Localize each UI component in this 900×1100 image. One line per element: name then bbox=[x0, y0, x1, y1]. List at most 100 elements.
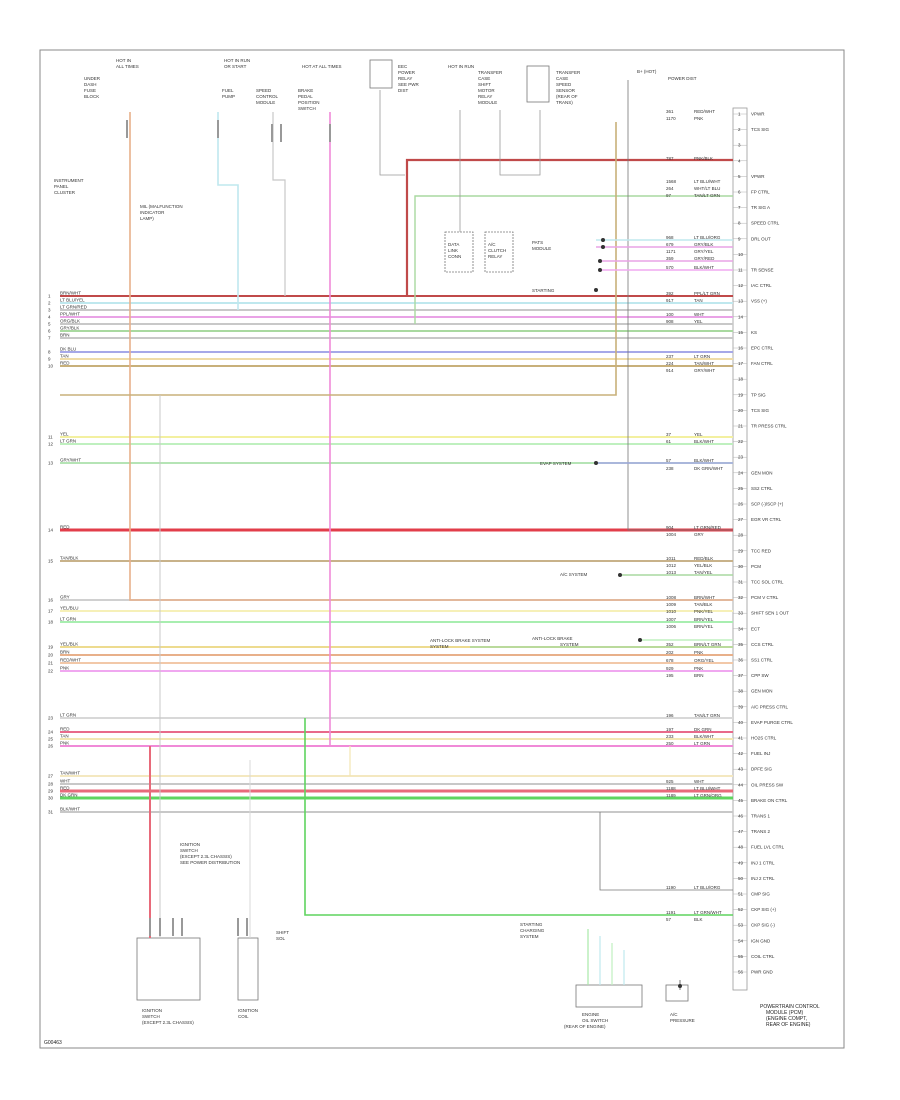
pin-number: 7 bbox=[738, 205, 741, 210]
circuit-number: 97 bbox=[666, 193, 672, 198]
wire-number: 6 bbox=[48, 329, 51, 334]
pin-number: 30 bbox=[738, 564, 744, 569]
circuit-color: BRN/YEL bbox=[694, 617, 714, 622]
circuit-number: 904 bbox=[666, 525, 674, 530]
circuit-color: GRY/WHT bbox=[694, 368, 715, 373]
pats-ref-2: MODULE bbox=[532, 246, 551, 251]
pin-number: 18 bbox=[738, 377, 744, 382]
bplus-label: B+ (HOT) bbox=[637, 69, 657, 74]
routing-wire bbox=[414, 195, 733, 324]
wire-color-label: ORG/BLK bbox=[60, 319, 80, 324]
circuit-number: 1188 bbox=[666, 786, 676, 791]
pin-number: 55 bbox=[738, 954, 744, 959]
pin-number: 52 bbox=[738, 907, 744, 912]
circuit-color: GRY/YEL bbox=[694, 249, 714, 254]
circuit-number: 1004 bbox=[666, 532, 677, 537]
connector-pin-marker bbox=[237, 918, 239, 936]
wire-color-label: DK GRN bbox=[60, 793, 78, 798]
wire-color-label: GRY bbox=[60, 595, 70, 600]
pin-label: CMP SIG bbox=[751, 892, 770, 897]
wire-color-label: TAN bbox=[60, 734, 69, 739]
circuit-number: 787 bbox=[666, 156, 674, 161]
circuit-number: 61 bbox=[666, 439, 672, 444]
pin-label: TCS SIG bbox=[751, 127, 770, 132]
ipc-3: CLUSTER bbox=[54, 190, 76, 195]
tc-5: RELAY bbox=[478, 94, 492, 99]
tu-6: TRANS) bbox=[556, 100, 573, 105]
pin-label: GEN MON bbox=[751, 470, 773, 475]
pin-label: DRL OUT bbox=[751, 236, 771, 241]
wire-number: 29 bbox=[48, 789, 54, 794]
pin-label: EPC CTRL bbox=[751, 346, 774, 351]
circuit-color: PNK/BLK bbox=[694, 156, 713, 161]
pin-label: VPWR bbox=[751, 174, 765, 179]
wire-color-label: TAN/BLK bbox=[60, 556, 78, 561]
ac-press-1: A/C bbox=[670, 1012, 678, 1017]
wire-number: 1 bbox=[48, 294, 51, 299]
pin-label: CKP SIG (-) bbox=[751, 923, 775, 928]
pin-label: A/C PRESS CTRL bbox=[751, 704, 789, 709]
brake-sw-1: BRAKE bbox=[298, 88, 313, 93]
pin-number: 17 bbox=[738, 361, 744, 366]
circuit-number: 250 bbox=[666, 741, 674, 746]
circuit-color: BRN/YEL bbox=[694, 624, 714, 629]
circuit-number: 1011 bbox=[666, 556, 676, 561]
wire-number: 10 bbox=[48, 364, 54, 369]
pin-label: EGR VR CTRL bbox=[751, 517, 782, 522]
wire-number: 31 bbox=[48, 810, 54, 815]
circuit-color: LT GRN/RED bbox=[694, 525, 722, 530]
pin-number: 32 bbox=[738, 595, 744, 600]
ignition-coil-box bbox=[237, 937, 259, 1001]
pin-label: OIL PRESS SW bbox=[751, 782, 784, 787]
splice-dot bbox=[598, 259, 602, 263]
pin-number: 10 bbox=[738, 252, 744, 257]
pin-label: PCM bbox=[751, 564, 761, 569]
pin-number: 56 bbox=[738, 970, 744, 975]
eec-relay-box bbox=[369, 59, 393, 89]
pin-label: TR SIG A bbox=[751, 205, 770, 210]
wire-number: 28 bbox=[48, 782, 54, 787]
circuit-color: LT GRN bbox=[694, 741, 710, 746]
pin-number: 25 bbox=[738, 486, 744, 491]
pin-label: DPFE SIG bbox=[751, 767, 773, 772]
eec-5: DIST bbox=[398, 88, 409, 93]
pin-label: FP CTRL bbox=[751, 190, 770, 195]
hot-all-times-label: HOT IN bbox=[116, 58, 131, 63]
ignition-switch-box bbox=[136, 937, 201, 1001]
pcm-label: POWERTRAIN CONTROL MODULE (PCM) (ENGINE … bbox=[760, 1004, 820, 1028]
wire-number: 16 bbox=[48, 598, 54, 603]
eng-sensor-3: (REAR OF ENGINE) bbox=[564, 1024, 606, 1029]
circuit-number: 196 bbox=[666, 713, 674, 718]
pin-number: 12 bbox=[738, 283, 744, 288]
circuit-number: 238 bbox=[666, 466, 674, 471]
pin-number: 38 bbox=[738, 689, 744, 694]
engine-sensor-box bbox=[575, 984, 643, 1008]
circuit-number: 1171 bbox=[666, 249, 676, 254]
connector-pin-marker bbox=[280, 124, 282, 142]
coil-2: COIL bbox=[238, 1014, 249, 1019]
mil-1: MIL (MALFUNCTION bbox=[140, 204, 183, 209]
circuit-number: 57 bbox=[666, 458, 672, 463]
circuit-color: TAN/WHT bbox=[694, 361, 714, 366]
data-link-box bbox=[444, 231, 474, 273]
pin-label: TCS SIG bbox=[751, 408, 770, 413]
pin-number: 5 bbox=[738, 174, 741, 179]
routing-wire bbox=[129, 112, 733, 601]
wire-color-label: LT GRN/RED bbox=[60, 305, 88, 310]
connector-pin-marker bbox=[181, 918, 183, 936]
wire-number: 25 bbox=[48, 737, 54, 742]
ign-sw-note-3: (EXCEPT 2.3L CHASSIS) bbox=[180, 854, 232, 859]
circuit-number: 570 bbox=[666, 265, 674, 270]
routing-wire bbox=[304, 718, 733, 916]
circuit-color: LT BLU/ORG bbox=[694, 235, 721, 240]
wire-color-label: YEL/BLU bbox=[60, 606, 79, 611]
vertical-wires bbox=[60, 80, 733, 990]
routing-wire bbox=[217, 112, 239, 310]
circuit-color: YEL/BLK bbox=[694, 563, 712, 568]
pin-label: KS bbox=[751, 330, 757, 335]
circuit-color: PNK bbox=[694, 650, 703, 655]
splice-dot bbox=[594, 288, 598, 292]
pin-number: 34 bbox=[738, 626, 744, 631]
circuit-color: YEL bbox=[694, 432, 703, 437]
